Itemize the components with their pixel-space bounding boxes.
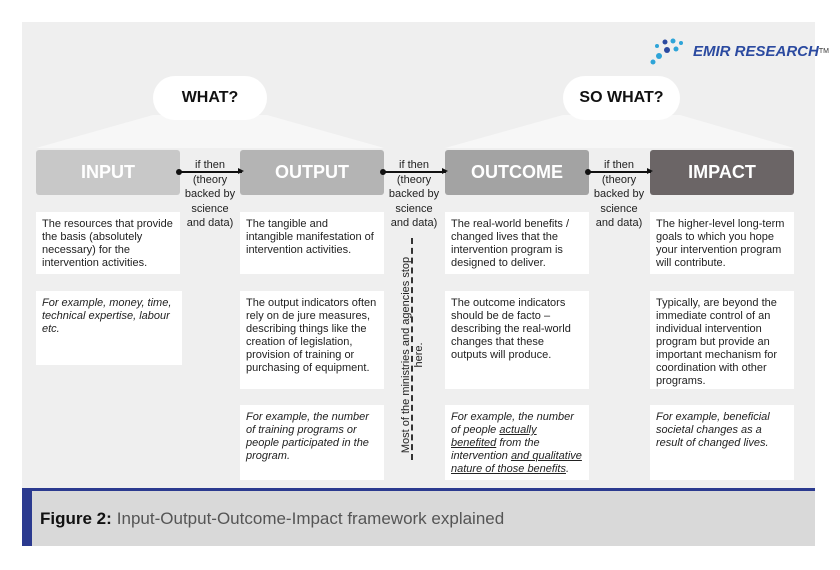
example-text: from the intervention <box>451 437 540 462</box>
connector-outcome-impact: if then (theory backed by science and da… <box>585 158 653 231</box>
input-definition: The resources that provide the basis (ab… <box>36 212 180 274</box>
example-underlined: and qualitative nature of those benefits <box>451 450 582 475</box>
stage-impact: IMPACT <box>650 150 794 195</box>
output-indicators: The output indicators often rely on de j… <box>240 291 384 389</box>
emir-research-logo: EMIR RESEARCH TM <box>645 36 829 66</box>
connector-text: if then <box>604 159 634 171</box>
stage-outcome: OUTCOME <box>445 150 589 195</box>
connector-text: (theory <box>396 173 432 186</box>
connector-text: backed by <box>184 188 236 200</box>
connector-text: science <box>600 202 638 215</box>
logo-dots-icon <box>650 38 683 65</box>
so-what-bubble: SO WHAT? <box>563 76 680 120</box>
connector-text: (theory <box>192 173 228 186</box>
outcome-indicators: The outcome indicators should be de fact… <box>445 291 589 389</box>
dashed-divider <box>411 238 413 460</box>
output-definition: The tangible and intangible manifestatio… <box>240 212 384 274</box>
logo-text: EMIR RESEARCH <box>693 42 819 60</box>
impact-indicators: Typically, are beyond the immediate cont… <box>650 291 794 389</box>
outcome-example: For example, the number of people actual… <box>445 405 589 480</box>
example-underlined: actually benefited <box>451 424 537 449</box>
connector-text: and data) <box>186 217 234 229</box>
stage-output: OUTPUT <box>240 150 384 195</box>
connector-input-output: if then (theory backed by science and da… <box>176 158 244 231</box>
arrow-icon <box>380 168 448 174</box>
arrow-icon <box>585 168 653 174</box>
connector-text: science <box>191 202 229 215</box>
input-example: For example, money, time, technical expe… <box>36 291 182 365</box>
impact-example: For example, beneficial societal changes… <box>650 405 794 480</box>
figure-caption: Figure 2: Input-Output-Outcome-Impact fr… <box>22 488 815 546</box>
connector-text: if then <box>399 159 429 171</box>
outcome-definition: The real-world benefits / changed lives … <box>445 212 589 274</box>
ministries-note: Most of the ministries and agencies stop… <box>400 256 425 454</box>
caption-label: Figure 2: <box>40 508 112 528</box>
arrow-icon <box>176 168 244 174</box>
connector-text: science <box>395 202 433 215</box>
what-funnel <box>36 115 384 148</box>
connector-output-outcome: if then (theory backed by science and da… <box>380 158 448 231</box>
impact-definition: The higher-level long-term goals to whic… <box>650 212 794 274</box>
example-text: . <box>565 463 570 475</box>
caption-text: Input-Output-Outcome-Impact framework ex… <box>116 508 505 528</box>
what-bubble: WHAT? <box>153 76 267 120</box>
connector-text: backed by <box>593 188 645 200</box>
stage-input: INPUT <box>36 150 180 195</box>
logo-trademark: TM <box>818 47 829 55</box>
connector-text: backed by <box>388 188 440 200</box>
connector-text: (theory <box>601 173 637 186</box>
so-what-funnel <box>445 115 794 148</box>
connector-text: and data) <box>390 217 438 229</box>
connector-text: and data) <box>595 217 643 229</box>
connector-text: if then <box>195 159 225 171</box>
output-example: For example, the number of training prog… <box>240 405 384 480</box>
example-text: For example, the number of people <box>451 411 574 436</box>
